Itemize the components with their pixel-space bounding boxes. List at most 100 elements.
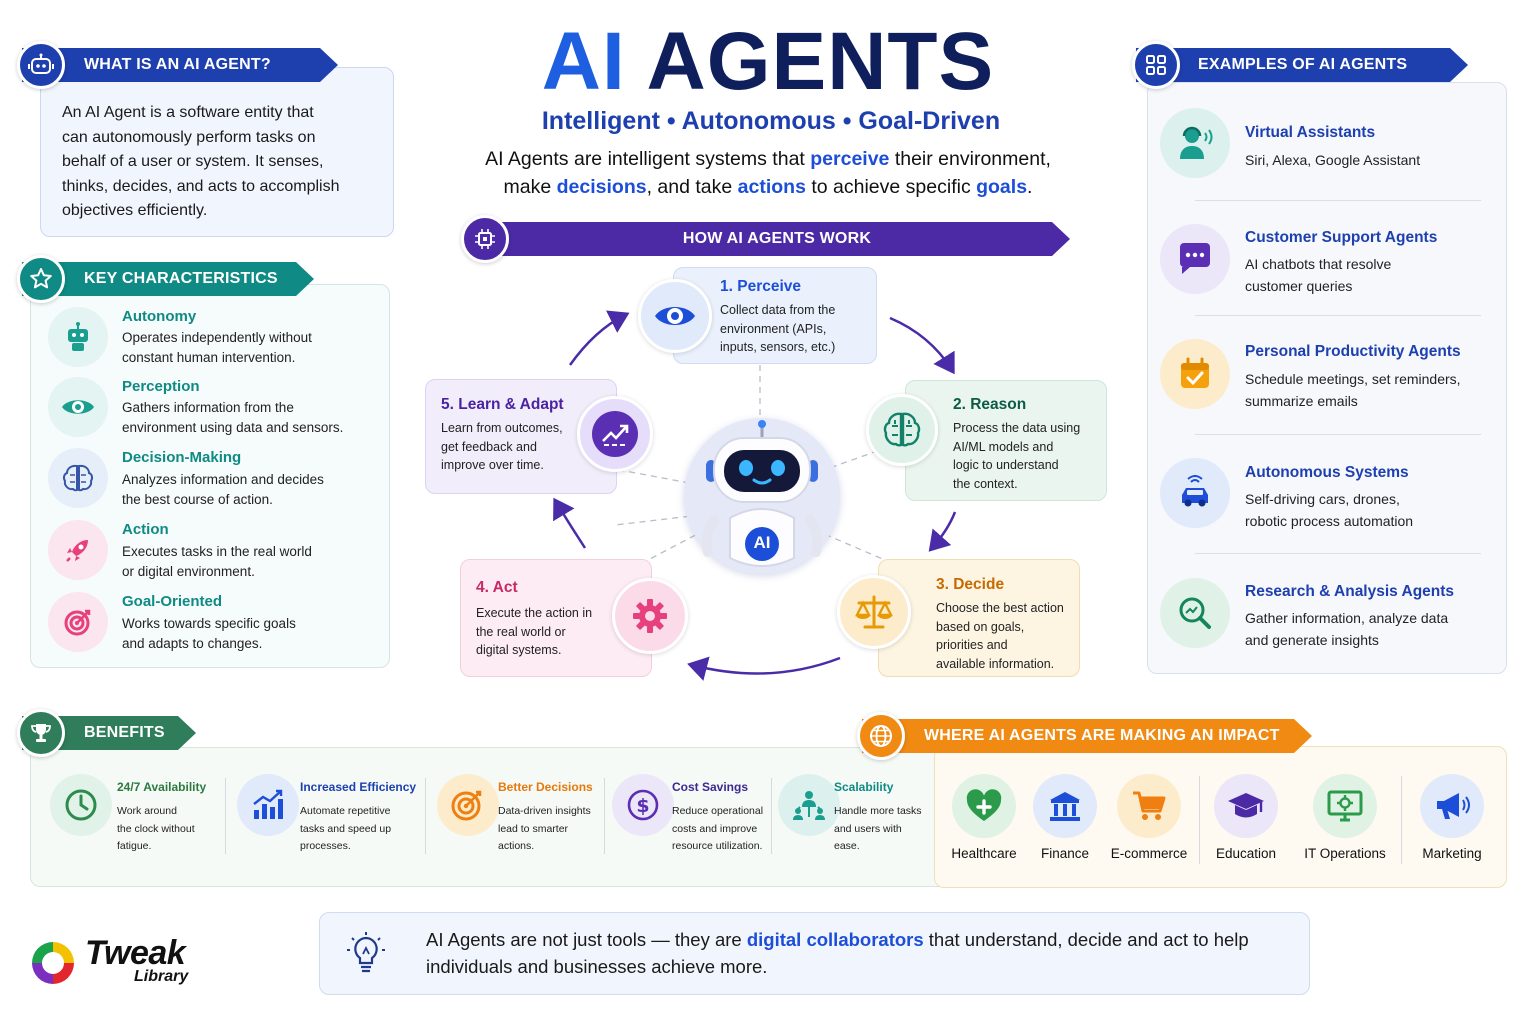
title-agents: AGENTS: [646, 16, 995, 107]
learn-title: 5. Learn & Adapt: [441, 396, 564, 413]
marketing-megaphone-icon: [1420, 774, 1484, 838]
benefit-decisions-title: Better Decisions: [498, 780, 593, 794]
virtual-assistants-title: Virtual Assistants: [1245, 124, 1376, 141]
benefit-scalability-title: Scalability: [834, 780, 894, 794]
calendar-check-icon: [1160, 339, 1230, 409]
divider: [225, 778, 226, 854]
action-rocket-icon: [48, 520, 108, 580]
arrow-perceive-to-reason: [889, 316, 955, 375]
autonomy-title: Autonomy: [122, 308, 197, 325]
trophy-icon: [17, 709, 65, 757]
title-ai: AI: [541, 16, 626, 107]
step-decide: [878, 559, 1080, 677]
intro-line-1: AI Agents are intelligent systems that p…: [485, 148, 1051, 170]
what-panel: [40, 67, 394, 237]
keyword-perceive: perceive: [810, 148, 890, 170]
autonomy-robot-icon: [48, 307, 108, 367]
goal-title: Goal-Oriented: [122, 593, 223, 610]
perception-eye-icon: [48, 377, 108, 437]
divider: [771, 778, 772, 854]
page-title: AI AGENTS: [0, 14, 1536, 110]
act-gear-icon: [612, 578, 688, 654]
arrow-decide-to-act: [687, 656, 841, 681]
divider: [1199, 776, 1200, 864]
decide-title: 3. Decide: [936, 576, 1005, 593]
divider: [425, 778, 426, 854]
reason-brain-icon: [866, 394, 938, 466]
footer-banner: [319, 912, 1310, 995]
robot-icon: [17, 41, 65, 89]
benefit-availability-title: 24/7 Availability: [117, 780, 207, 794]
virtual-assistants-desc: Siri, Alexa, Google Assistant: [1245, 152, 1421, 168]
decision-title: Decision-Making: [122, 449, 242, 466]
target-icon: [437, 774, 499, 836]
logo-main: Tweak: [85, 934, 186, 972]
globe-icon: [857, 712, 905, 760]
logo-sub: Library: [134, 968, 189, 985]
arrow-act-to-learn: [553, 497, 587, 549]
chip-icon: [461, 215, 509, 263]
perception-title: Perception: [122, 378, 200, 395]
footer-line-2: individuals and businesses achieve more.: [426, 956, 768, 977]
impact-heading: WHERE AI AGENTS ARE MAKING AN IMPACT: [862, 719, 1312, 753]
impact-ecommerce-label: E-commerce: [1110, 846, 1188, 861]
perceive-eye-icon: [638, 279, 712, 353]
dollar-icon: $: [612, 774, 674, 836]
footer-line-1: AI Agents are not just tools — they are …: [426, 929, 1249, 950]
tweak-library-logo: Tweak Library: [28, 934, 208, 992]
autonomous-systems-title: Autonomous Systems: [1245, 464, 1409, 481]
productivity-title: Personal Productivity Agents: [1245, 343, 1461, 360]
efficiency-chart-icon: [237, 774, 299, 836]
keyword-digital-collaborators: digital collaborators: [746, 929, 924, 950]
examples-heading: EXAMPLES OF AI AGENTS: [1136, 48, 1468, 82]
people-network-icon: [778, 774, 840, 836]
magnifier-chart-icon: [1160, 578, 1230, 648]
act-title: 4. Act: [476, 579, 518, 596]
divider: [1195, 553, 1481, 554]
step-reason: [905, 380, 1107, 501]
divider: [1195, 434, 1481, 435]
clock-icon: [50, 774, 112, 836]
ecommerce-cart-icon: [1117, 774, 1181, 838]
what-heading: WHAT IS AN AI AGENT?: [22, 48, 338, 82]
healthcare-heart-icon: [952, 774, 1016, 838]
customer-support-title: Customer Support Agents: [1245, 229, 1438, 246]
impact-healthcare-label: Healthcare: [951, 846, 1017, 861]
reason-title: 2. Reason: [953, 396, 1027, 413]
what-text: An AI Agent is a software entity that ca…: [62, 104, 340, 219]
autonomous-systems-desc: Self-driving cars, drones,robotic proces…: [1245, 491, 1414, 529]
impact-it-operations-label: IT Operations: [1304, 846, 1386, 861]
divider: [1401, 776, 1402, 864]
goal-target-icon: [48, 592, 108, 652]
apps-grid-icon: [1132, 41, 1180, 89]
impact-panel: [934, 746, 1507, 888]
robot-illustration: [684, 418, 840, 574]
productivity-desc: Schedule meetings, set reminders,summari…: [1245, 371, 1461, 409]
robot-ai-label: AI: [753, 533, 771, 552]
action-title: Action: [122, 521, 169, 538]
research-title: Research & Analysis Agents: [1245, 583, 1455, 600]
impact-education-label: Education: [1215, 846, 1277, 861]
education-cap-icon: [1214, 774, 1278, 838]
learn-chart-icon: [577, 396, 653, 472]
benefit-efficiency-title: Increased Efficiency: [300, 780, 417, 794]
arrow-reason-to-decide: [928, 511, 957, 552]
it-operations-monitor-icon: [1313, 774, 1377, 838]
how-heading: HOW AI AGENTS WORK: [484, 222, 1070, 256]
car-icon: [1160, 458, 1230, 528]
